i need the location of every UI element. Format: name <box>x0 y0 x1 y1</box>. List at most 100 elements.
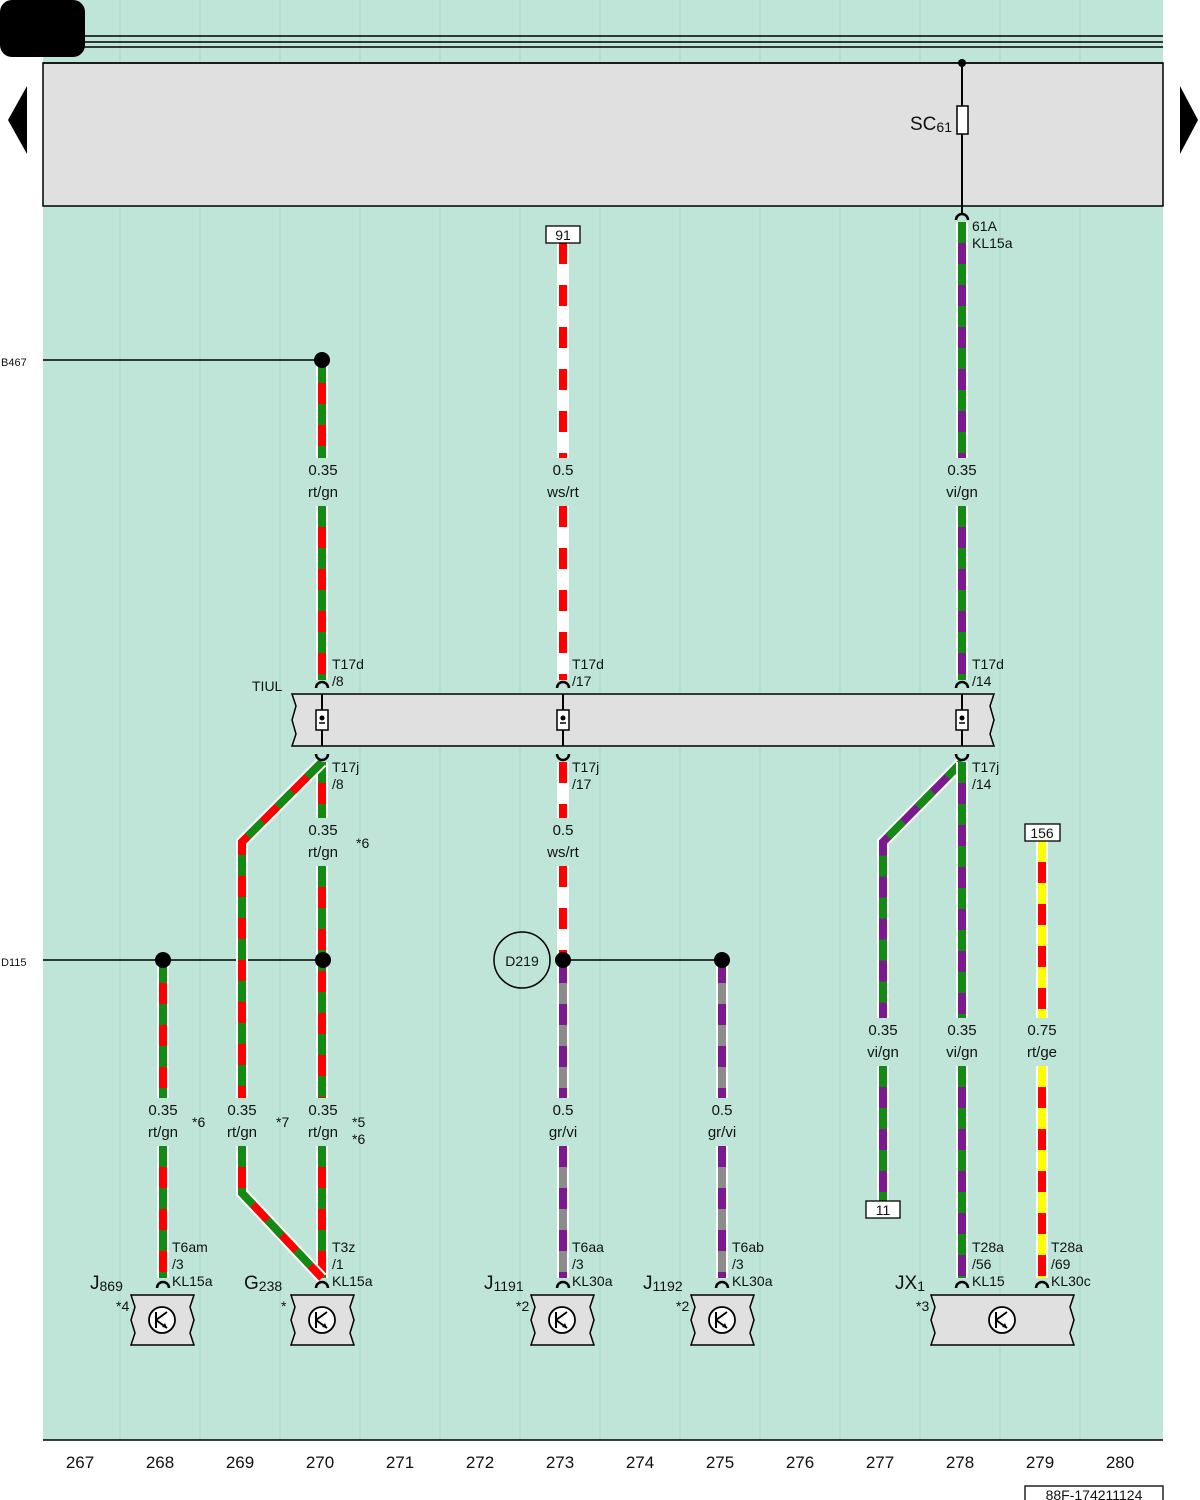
svg-text:JX1: JX1 <box>895 1273 925 1294</box>
svg-text:T17d: T17d <box>972 656 1004 672</box>
wire-note: *7 <box>276 1114 289 1130</box>
pin-terminal <box>314 680 330 689</box>
column-number: 275 <box>706 1453 734 1472</box>
wire-size: 0.35 <box>227 1102 256 1119</box>
wire-269-b <box>236 1146 327 1283</box>
column-number: 274 <box>626 1453 654 1472</box>
wire-size: 0.35 <box>868 1022 897 1039</box>
svg-text:/1: /1 <box>332 1256 344 1272</box>
wire-color: rt/gn <box>148 1124 178 1141</box>
wire-color: rt/gn <box>308 484 338 501</box>
svg-text:*2: *2 <box>676 1298 689 1314</box>
tiul-connector: TIUL <box>252 678 996 747</box>
wire-size: 0.5 <box>712 1102 733 1119</box>
wire-size: 0.75 <box>1027 1022 1056 1039</box>
page-tab[interactable] <box>0 0 85 57</box>
pin-terminal <box>555 1280 571 1289</box>
pin-terminal <box>1034 1280 1050 1289</box>
ref-d115: D115 <box>1 957 26 969</box>
wire-color: vi/gn <box>946 1044 978 1061</box>
svg-text:/17: /17 <box>572 776 592 792</box>
wire-size: 0.35 <box>148 1102 177 1119</box>
svg-text:G238: G238 <box>244 1273 282 1294</box>
column-number: 272 <box>466 1453 494 1472</box>
svg-text:T17j: T17j <box>572 759 599 775</box>
wire-color: rt/ge <box>1027 1044 1057 1061</box>
pin-terminal <box>155 1280 171 1289</box>
wire-labels: 0.35 rt/gn 0.5 ws/rt 0.35 vi/gn 0.35 rt/… <box>148 462 1057 1147</box>
tiul-label: TIUL <box>252 678 283 694</box>
svg-text:/3: /3 <box>172 1256 184 1272</box>
svg-text:88F-174211124: 88F-174211124 <box>1046 1487 1143 1500</box>
column-number: 273 <box>546 1453 574 1472</box>
svg-text:*: * <box>281 1298 287 1314</box>
wire-color: rt/gn <box>308 844 338 861</box>
svg-text:/14: /14 <box>972 673 992 689</box>
wire-color: rt/gn <box>308 1124 338 1141</box>
column-number: 276 <box>786 1453 814 1472</box>
svg-text:156: 156 <box>1030 825 1054 841</box>
wire-size: 0.35 <box>308 1102 337 1119</box>
d219-connector: D219 <box>493 931 551 989</box>
pin-terminals <box>155 212 1050 1289</box>
svg-text:/56: /56 <box>972 1256 992 1272</box>
svg-text:J1192: J1192 <box>643 1273 683 1294</box>
next-page-arrow-icon[interactable] <box>1180 86 1198 154</box>
pin-labels: T17d /8 T17d /17 T17d /14 T17j /8 T17j /… <box>172 656 1091 1289</box>
svg-text:/8: /8 <box>332 673 344 689</box>
wire-color: vi/gn <box>867 1044 899 1061</box>
connector-91: 91 <box>545 225 581 244</box>
column-number: 280 <box>1106 1453 1134 1472</box>
splice-points <box>155 352 730 968</box>
wire-size: 0.5 <box>553 1102 574 1119</box>
svg-text:T6ab: T6ab <box>732 1239 764 1255</box>
wire-size: 0.35 <box>947 1022 976 1039</box>
fuse-terminal-b: KL15a <box>972 235 1013 251</box>
pin-terminal <box>954 753 970 762</box>
component-j1192: J1192 *2 <box>643 1273 756 1346</box>
pin-terminal <box>314 753 330 762</box>
svg-text:/14: /14 <box>972 776 992 792</box>
svg-text:D219: D219 <box>505 953 539 969</box>
svg-text:J869: J869 <box>90 1273 123 1294</box>
wire-note: *6 <box>192 1114 205 1130</box>
ref-b467: B467 <box>1 357 27 369</box>
bus-lines <box>43 35 1163 64</box>
component-j1191: J1191 *2 <box>484 1273 596 1346</box>
previous-page-arrow-icon[interactable] <box>8 86 27 154</box>
svg-text:T6aa: T6aa <box>572 1239 604 1255</box>
wire-note: *5 <box>352 1114 365 1130</box>
svg-text:/3: /3 <box>572 1256 584 1272</box>
wires <box>157 222 1048 1283</box>
wire-size: 0.5 <box>553 822 574 839</box>
svg-text:T28a: T28a <box>972 1239 1004 1255</box>
svg-text:T17d: T17d <box>332 656 364 672</box>
column-number: 277 <box>866 1453 894 1472</box>
pin-terminal <box>954 1280 970 1289</box>
svg-text:*2: *2 <box>516 1298 529 1314</box>
wire-269-a <box>236 757 327 1098</box>
pin-terminal <box>954 680 970 689</box>
wire-color: ws/rt <box>546 484 579 501</box>
wire-size: 0.35 <box>308 822 337 839</box>
wire-note: *6 <box>356 835 369 851</box>
pin-terminal <box>954 212 970 221</box>
column-number: 270 <box>306 1453 334 1472</box>
svg-text:KL15a: KL15a <box>172 1273 213 1289</box>
component-j869: J869 *4 <box>90 1273 196 1346</box>
pin-terminal <box>555 680 571 689</box>
svg-text:T17j: T17j <box>972 759 999 775</box>
wire-size: 0.5 <box>553 462 574 479</box>
svg-text:J1191: J1191 <box>484 1273 524 1294</box>
connector-11: 11 <box>865 1200 901 1219</box>
pin-terminal <box>314 1280 330 1289</box>
wire-color: ws/rt <box>546 844 579 861</box>
footer-code: 88F-174211124 <box>1024 1485 1164 1500</box>
svg-text:/3: /3 <box>732 1256 744 1272</box>
svg-text:/17: /17 <box>572 673 592 689</box>
svg-text:*4: *4 <box>116 1298 129 1314</box>
connector-156: 156 <box>1024 823 1061 842</box>
component-g238: G238 * <box>244 1273 356 1346</box>
svg-text:T17d: T17d <box>572 656 604 672</box>
